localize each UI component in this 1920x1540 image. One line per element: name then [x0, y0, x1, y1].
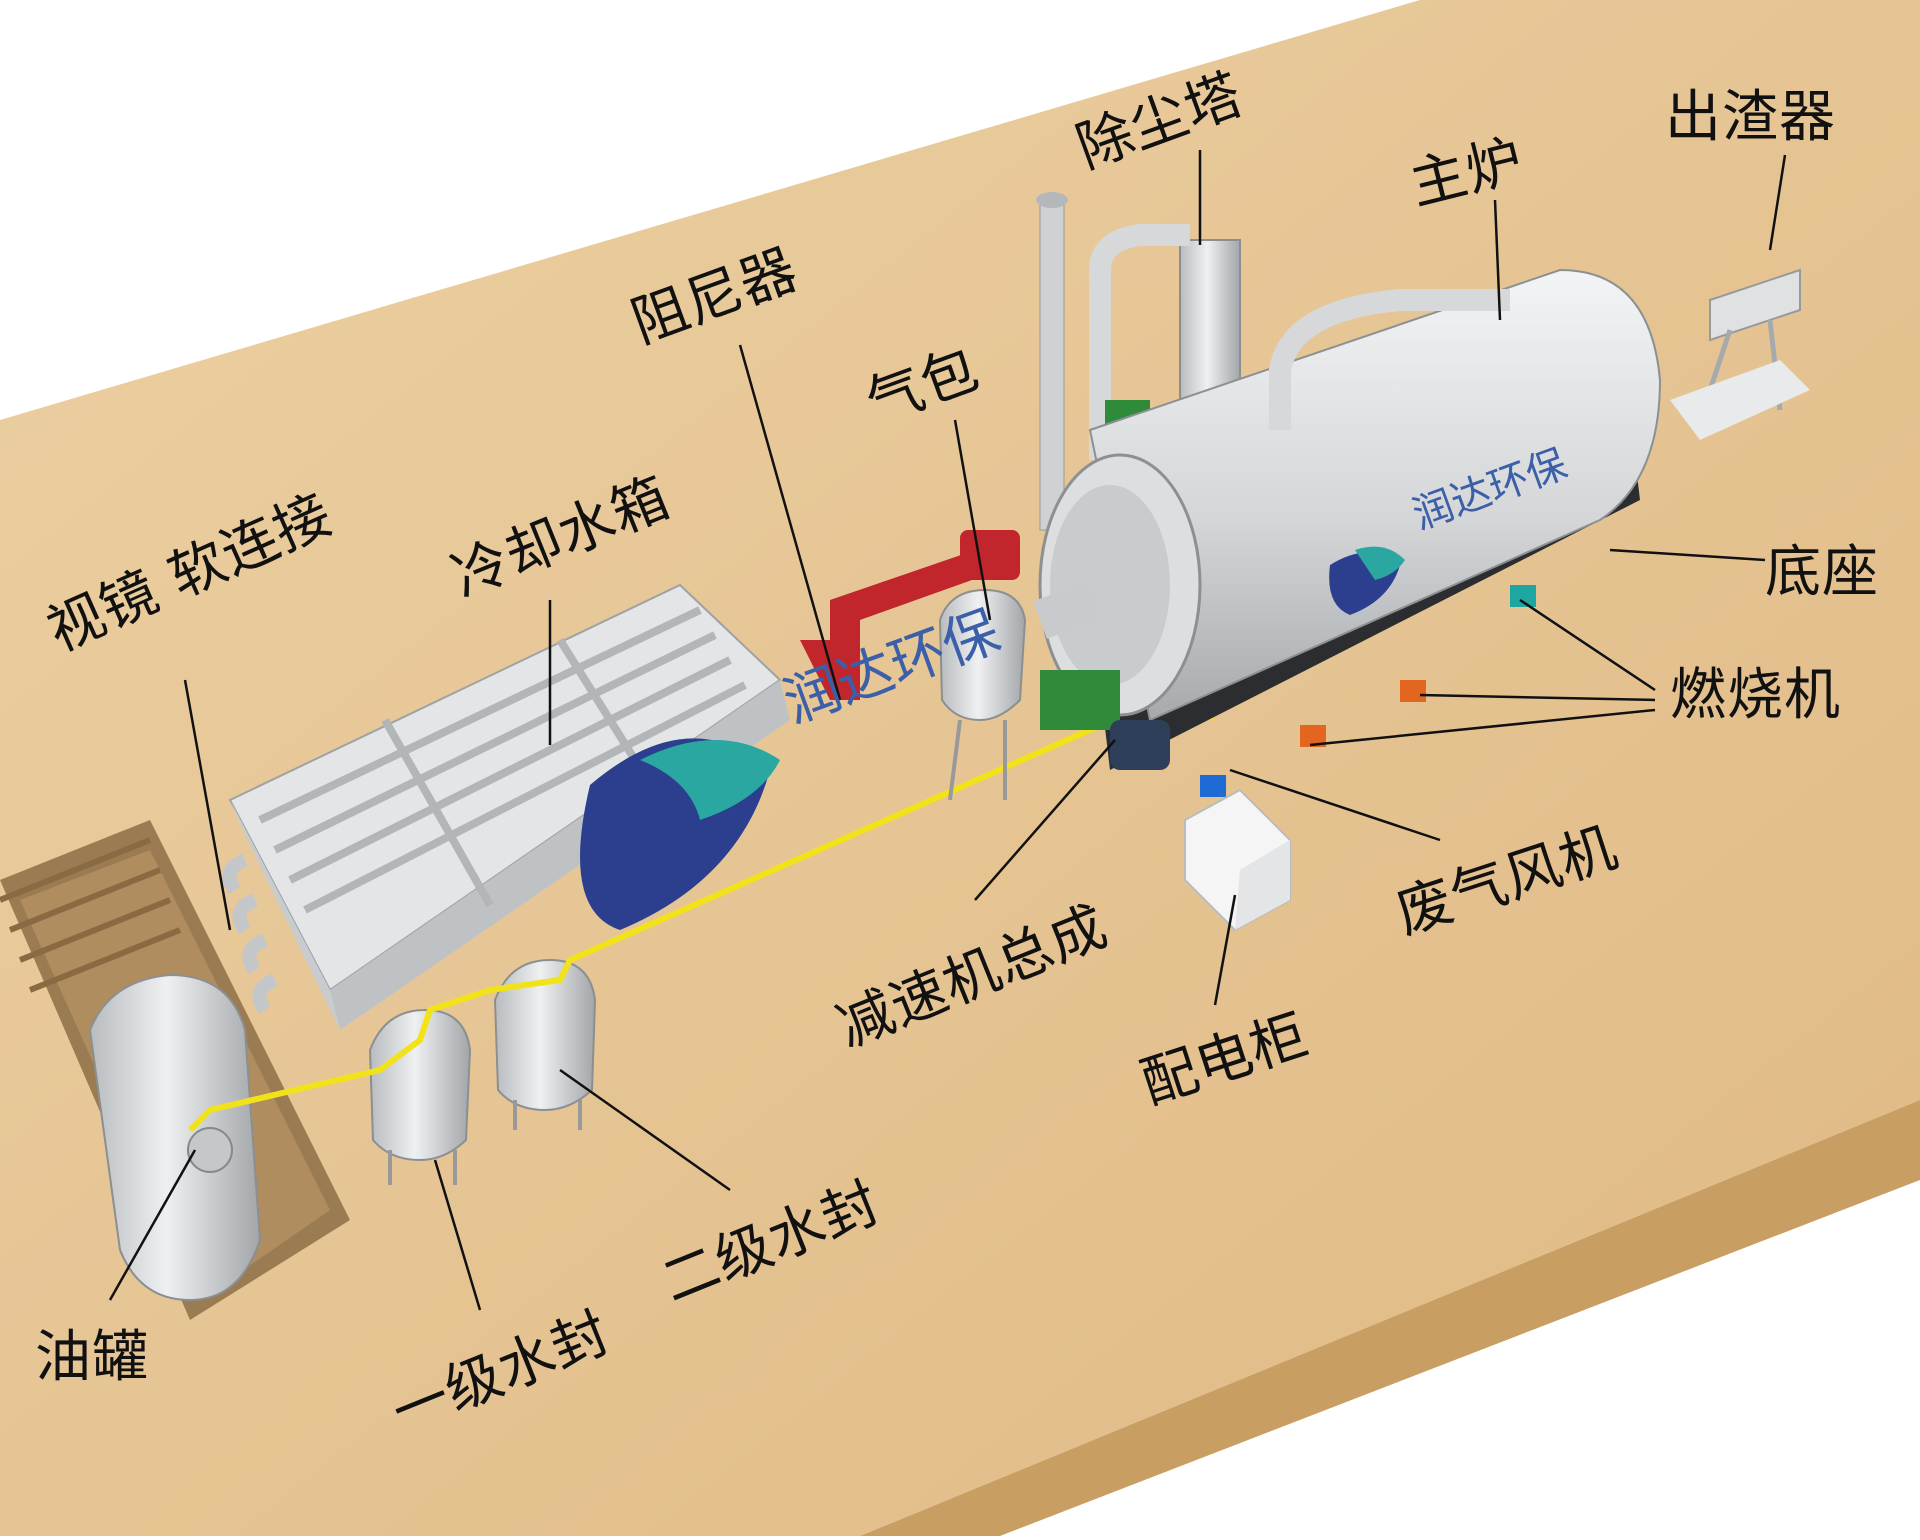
oil-tank: [88, 973, 262, 1302]
ground-slab-edge: [860, 1100, 1920, 1536]
cooling-water-tank: [222, 583, 790, 1030]
label-oil-tank: 油罐: [35, 1325, 149, 1390]
second-water-seal-tank: [493, 958, 597, 1130]
label-slag-discharger: 出渣器: [1665, 85, 1836, 150]
damper-red-pipe: [800, 530, 1020, 700]
brand-logo-large: [580, 738, 780, 930]
reducer-assembly: [1040, 670, 1170, 770]
leader-lines: [108, 150, 1787, 1311]
brand-logo-small: [1329, 546, 1405, 615]
control-cabinet: [1184, 788, 1291, 932]
label-base: 底座: [1765, 540, 1879, 605]
burners: [1200, 585, 1536, 797]
label-burner: 燃烧机: [1670, 663, 1841, 728]
slag-discharger: [1670, 268, 1810, 440]
gas-drum: [938, 588, 1027, 801]
first-water-seal-tank: [368, 1008, 472, 1185]
